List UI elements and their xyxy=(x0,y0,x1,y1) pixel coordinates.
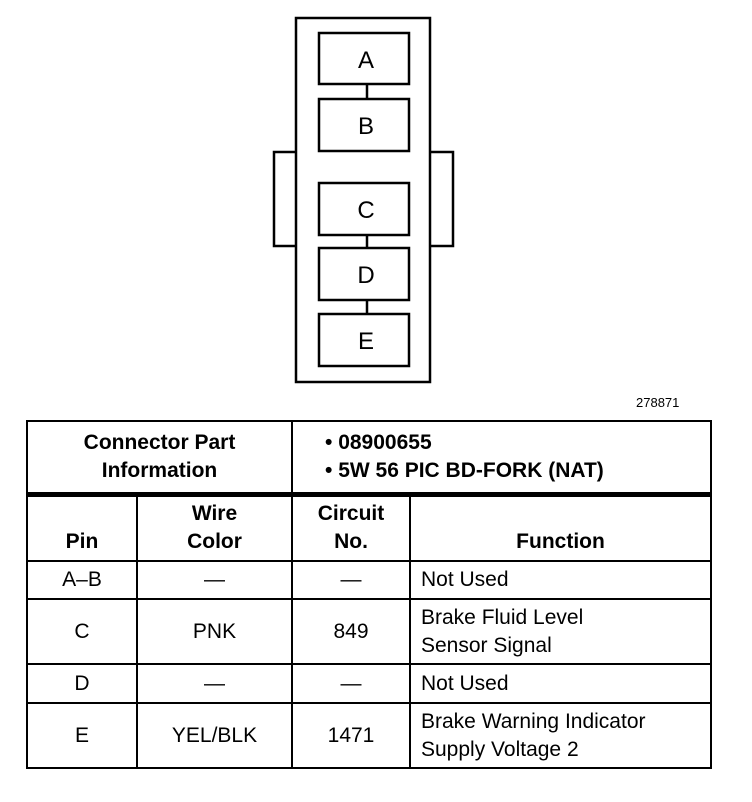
pin-label-b: B xyxy=(358,113,374,140)
connector-part-info-title-line2: Information xyxy=(101,458,218,482)
row-function: Not Used xyxy=(408,663,713,704)
pin-cavity-a xyxy=(317,31,411,86)
connector-part-info-title-line1: Connector Part xyxy=(83,430,236,454)
connector-part-info-list: • 08900655 • 5W 56 PIC BD-FORK (NAT) xyxy=(290,420,713,497)
row-wire-color: PNK xyxy=(136,598,293,665)
header-wire-color: Wire Color xyxy=(136,493,293,562)
row-circuit: — xyxy=(291,560,411,600)
row-function-line1: Brake Fluid Level xyxy=(421,605,584,629)
connector-right-tab xyxy=(427,150,455,248)
row-function: Brake Fluid Level Sensor Signal xyxy=(408,598,713,665)
connector-part-number: • 08900655 xyxy=(325,430,432,454)
row-pin: E xyxy=(26,702,138,769)
pin-label-d: D xyxy=(357,262,374,289)
header-circuit-line1: Circuit xyxy=(317,502,385,525)
connector-face-diagram: A B C D E xyxy=(272,16,455,384)
row-function-line1: Not Used xyxy=(421,671,509,695)
pin-cavity-e xyxy=(317,312,411,368)
connector-part-number-value: 08900655 xyxy=(338,430,432,454)
header-function: Function xyxy=(408,493,713,562)
pin-cavity-c xyxy=(317,181,411,237)
row-pin: A–B xyxy=(26,560,138,600)
row-pin: D xyxy=(26,663,138,704)
header-circuit-no: Circuit No. xyxy=(291,493,411,562)
row-function-line2: Sensor Signal xyxy=(421,633,552,657)
pin-label-a: A xyxy=(358,47,374,74)
row-wire-color: YEL/BLK xyxy=(136,702,293,769)
connector-pinout-table: Connector Part Information • 08900655 • … xyxy=(26,420,713,769)
connector-info-row: Connector Part Information • 08900655 • … xyxy=(26,420,713,497)
row-function: Brake Warning Indicator Supply Voltage 2 xyxy=(408,702,713,769)
connector-part-info-title: Connector Part Information xyxy=(26,420,293,497)
figure-number: 278871 xyxy=(636,395,680,410)
header-wire-color-line2: Color xyxy=(187,530,242,553)
table-header-row: Pin Wire Color Circuit No. Function xyxy=(26,493,713,562)
pin-cavity-b xyxy=(317,97,411,153)
row-function-line2: Supply Voltage 2 xyxy=(421,737,579,761)
pin-cavity-d xyxy=(317,246,411,302)
row-wire-color: — xyxy=(136,560,293,600)
row-circuit: 849 xyxy=(291,598,411,665)
table-row: C PNK 849 Brake Fluid Level Sensor Signa… xyxy=(26,598,713,665)
row-circuit: 1471 xyxy=(291,702,411,769)
connector-description: • 5W 56 PIC BD-FORK (NAT) xyxy=(325,458,604,482)
row-function: Not Used xyxy=(408,560,713,600)
header-wire-color-line1: Wire xyxy=(191,502,238,525)
pin-label-c: C xyxy=(357,197,374,224)
row-function-line1: Not Used xyxy=(421,568,509,591)
table-row: E YEL/BLK 1471 Brake Warning Indicator S… xyxy=(26,702,713,769)
header-pin: Pin xyxy=(26,493,138,562)
table-row: A–B — — Not Used xyxy=(26,560,713,600)
row-wire-color: — xyxy=(136,663,293,704)
pin-label-e: E xyxy=(358,328,374,355)
header-circuit-line2: No. xyxy=(334,530,368,553)
table-row: D — — Not Used xyxy=(26,663,713,704)
row-function-line1: Brake Warning Indicator xyxy=(421,709,646,733)
row-pin: C xyxy=(26,598,138,665)
row-circuit: — xyxy=(291,663,411,704)
connector-left-tab xyxy=(272,150,300,248)
connector-description-value: 5W 56 PIC BD-FORK (NAT) xyxy=(338,458,604,482)
